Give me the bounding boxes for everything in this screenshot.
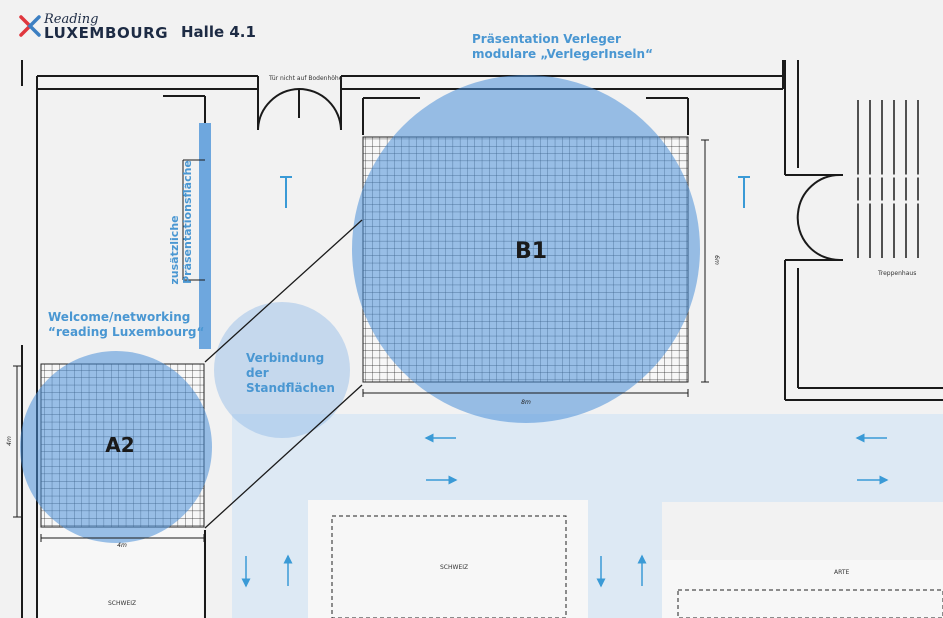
connection-lines bbox=[204, 219, 363, 529]
a2-width-label: 4m bbox=[117, 542, 127, 549]
verbindung-line3: Standflächen bbox=[246, 381, 335, 395]
logo-text-bottom: LUXEMBOURG bbox=[44, 24, 169, 42]
treppenhaus-label: Treppenhaus bbox=[878, 270, 917, 277]
booth-arte-label: ARTE bbox=[834, 569, 850, 576]
dimension-lines bbox=[13, 139, 709, 542]
verbindung-line2: der bbox=[246, 366, 269, 380]
verbindung-label: Verbindung der Standflächen bbox=[246, 351, 335, 396]
aisle-areas bbox=[232, 414, 943, 618]
a2-height-label: 4m bbox=[6, 436, 13, 446]
b1-label: B1 bbox=[515, 239, 547, 264]
praesentation-label: Präsentation Verleger modulare „Verleger… bbox=[472, 32, 653, 62]
welcome-line2: “reading Luxembourg“ bbox=[48, 325, 205, 339]
booth-schweiz-left-label: SCHWEIZ bbox=[108, 600, 137, 607]
zusaetzliche-label-line1: zusätzliche bbox=[168, 215, 181, 284]
a2-label: A2 bbox=[105, 433, 134, 457]
presentation-bar-ticks bbox=[182, 159, 205, 281]
b1-circle bbox=[352, 75, 700, 423]
aisle-middle-vertical bbox=[588, 414, 662, 618]
booth-schweiz-left-area bbox=[37, 528, 203, 618]
booth-boxes bbox=[37, 500, 943, 618]
booth-arte-area bbox=[662, 560, 943, 618]
t-markers bbox=[280, 176, 750, 208]
welcome-line1: Welcome/networking bbox=[48, 310, 191, 324]
welcome-label: Welcome/networking “reading Luxembourg“ bbox=[48, 310, 204, 340]
zusaetzliche-label-line2: Präsentationsfläche bbox=[181, 160, 194, 284]
praesentation-line1: Präsentation Verleger bbox=[472, 32, 621, 46]
hall-title: Halle 4.1 bbox=[181, 23, 256, 41]
direction-arrows bbox=[241, 433, 889, 588]
praesentation-line2: modulare „VerlegerInseln“ bbox=[472, 47, 653, 61]
a2-circle bbox=[20, 351, 212, 543]
logo-text-top: Reading bbox=[44, 12, 99, 27]
door-note: Tür nicht auf Bodenhöhe bbox=[269, 75, 343, 82]
logo-mark-icon bbox=[19, 15, 41, 37]
b1-height-label: 6m bbox=[713, 255, 720, 265]
b1-width-label: 8m bbox=[521, 399, 531, 406]
connection-circle bbox=[214, 302, 350, 438]
stairs bbox=[850, 100, 943, 258]
booth-schweiz-middle-label: SCHWEIZ bbox=[440, 564, 469, 571]
presentation-bar bbox=[199, 123, 211, 349]
booth-schweiz-middle-area bbox=[308, 500, 588, 618]
verbindung-line1: Verbindung bbox=[246, 351, 325, 365]
aisle-horizontal bbox=[232, 414, 943, 502]
